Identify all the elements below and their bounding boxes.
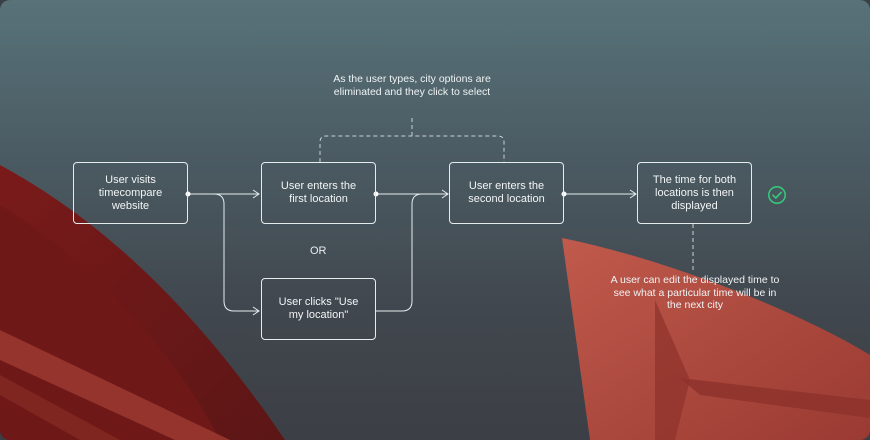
left-wing-ridge-2 bbox=[0, 375, 120, 440]
connector-dot-first bbox=[373, 191, 379, 197]
left-wing-ridge bbox=[0, 330, 230, 440]
node-enter-first-location-label: User enters the first location bbox=[280, 180, 357, 205]
typing-note: As the user types, city options are elim… bbox=[333, 73, 491, 98]
node-use-my-location: User clicks "Use my location" bbox=[261, 278, 376, 340]
node-user-visits-label: User visits timecompare website bbox=[98, 173, 163, 212]
node-enter-second-location: User enters the second location bbox=[449, 162, 564, 224]
arrowhead-mylocation bbox=[252, 306, 260, 316]
arrowhead-result bbox=[629, 189, 637, 199]
or-label: OR bbox=[310, 245, 327, 257]
node-user-visits: User visits timecompare website bbox=[73, 162, 188, 224]
node-enter-first-location: User enters the first location bbox=[261, 162, 376, 224]
connector-mylocation-second bbox=[376, 193, 448, 312]
node-time-displayed-label: The time for both locations is then disp… bbox=[652, 173, 737, 212]
right-wing-band bbox=[680, 378, 870, 418]
right-wing-edge bbox=[655, 300, 690, 440]
edit-time-note: A user can edit the displayed time to se… bbox=[610, 274, 780, 311]
connector-dot-second bbox=[561, 191, 567, 197]
check-circle-icon bbox=[768, 186, 786, 204]
node-time-displayed: The time for both locations is then disp… bbox=[637, 162, 752, 224]
node-use-my-location-label: User clicks "Use my location" bbox=[278, 296, 359, 321]
node-enter-second-location-label: User enters the second location bbox=[468, 180, 545, 205]
connector-visit-mylocation bbox=[188, 193, 259, 312]
arrowhead-first bbox=[252, 189, 260, 199]
right-wing-shape bbox=[562, 238, 870, 440]
typing-bracket bbox=[319, 135, 505, 162]
connector-dot-visit bbox=[185, 191, 191, 197]
